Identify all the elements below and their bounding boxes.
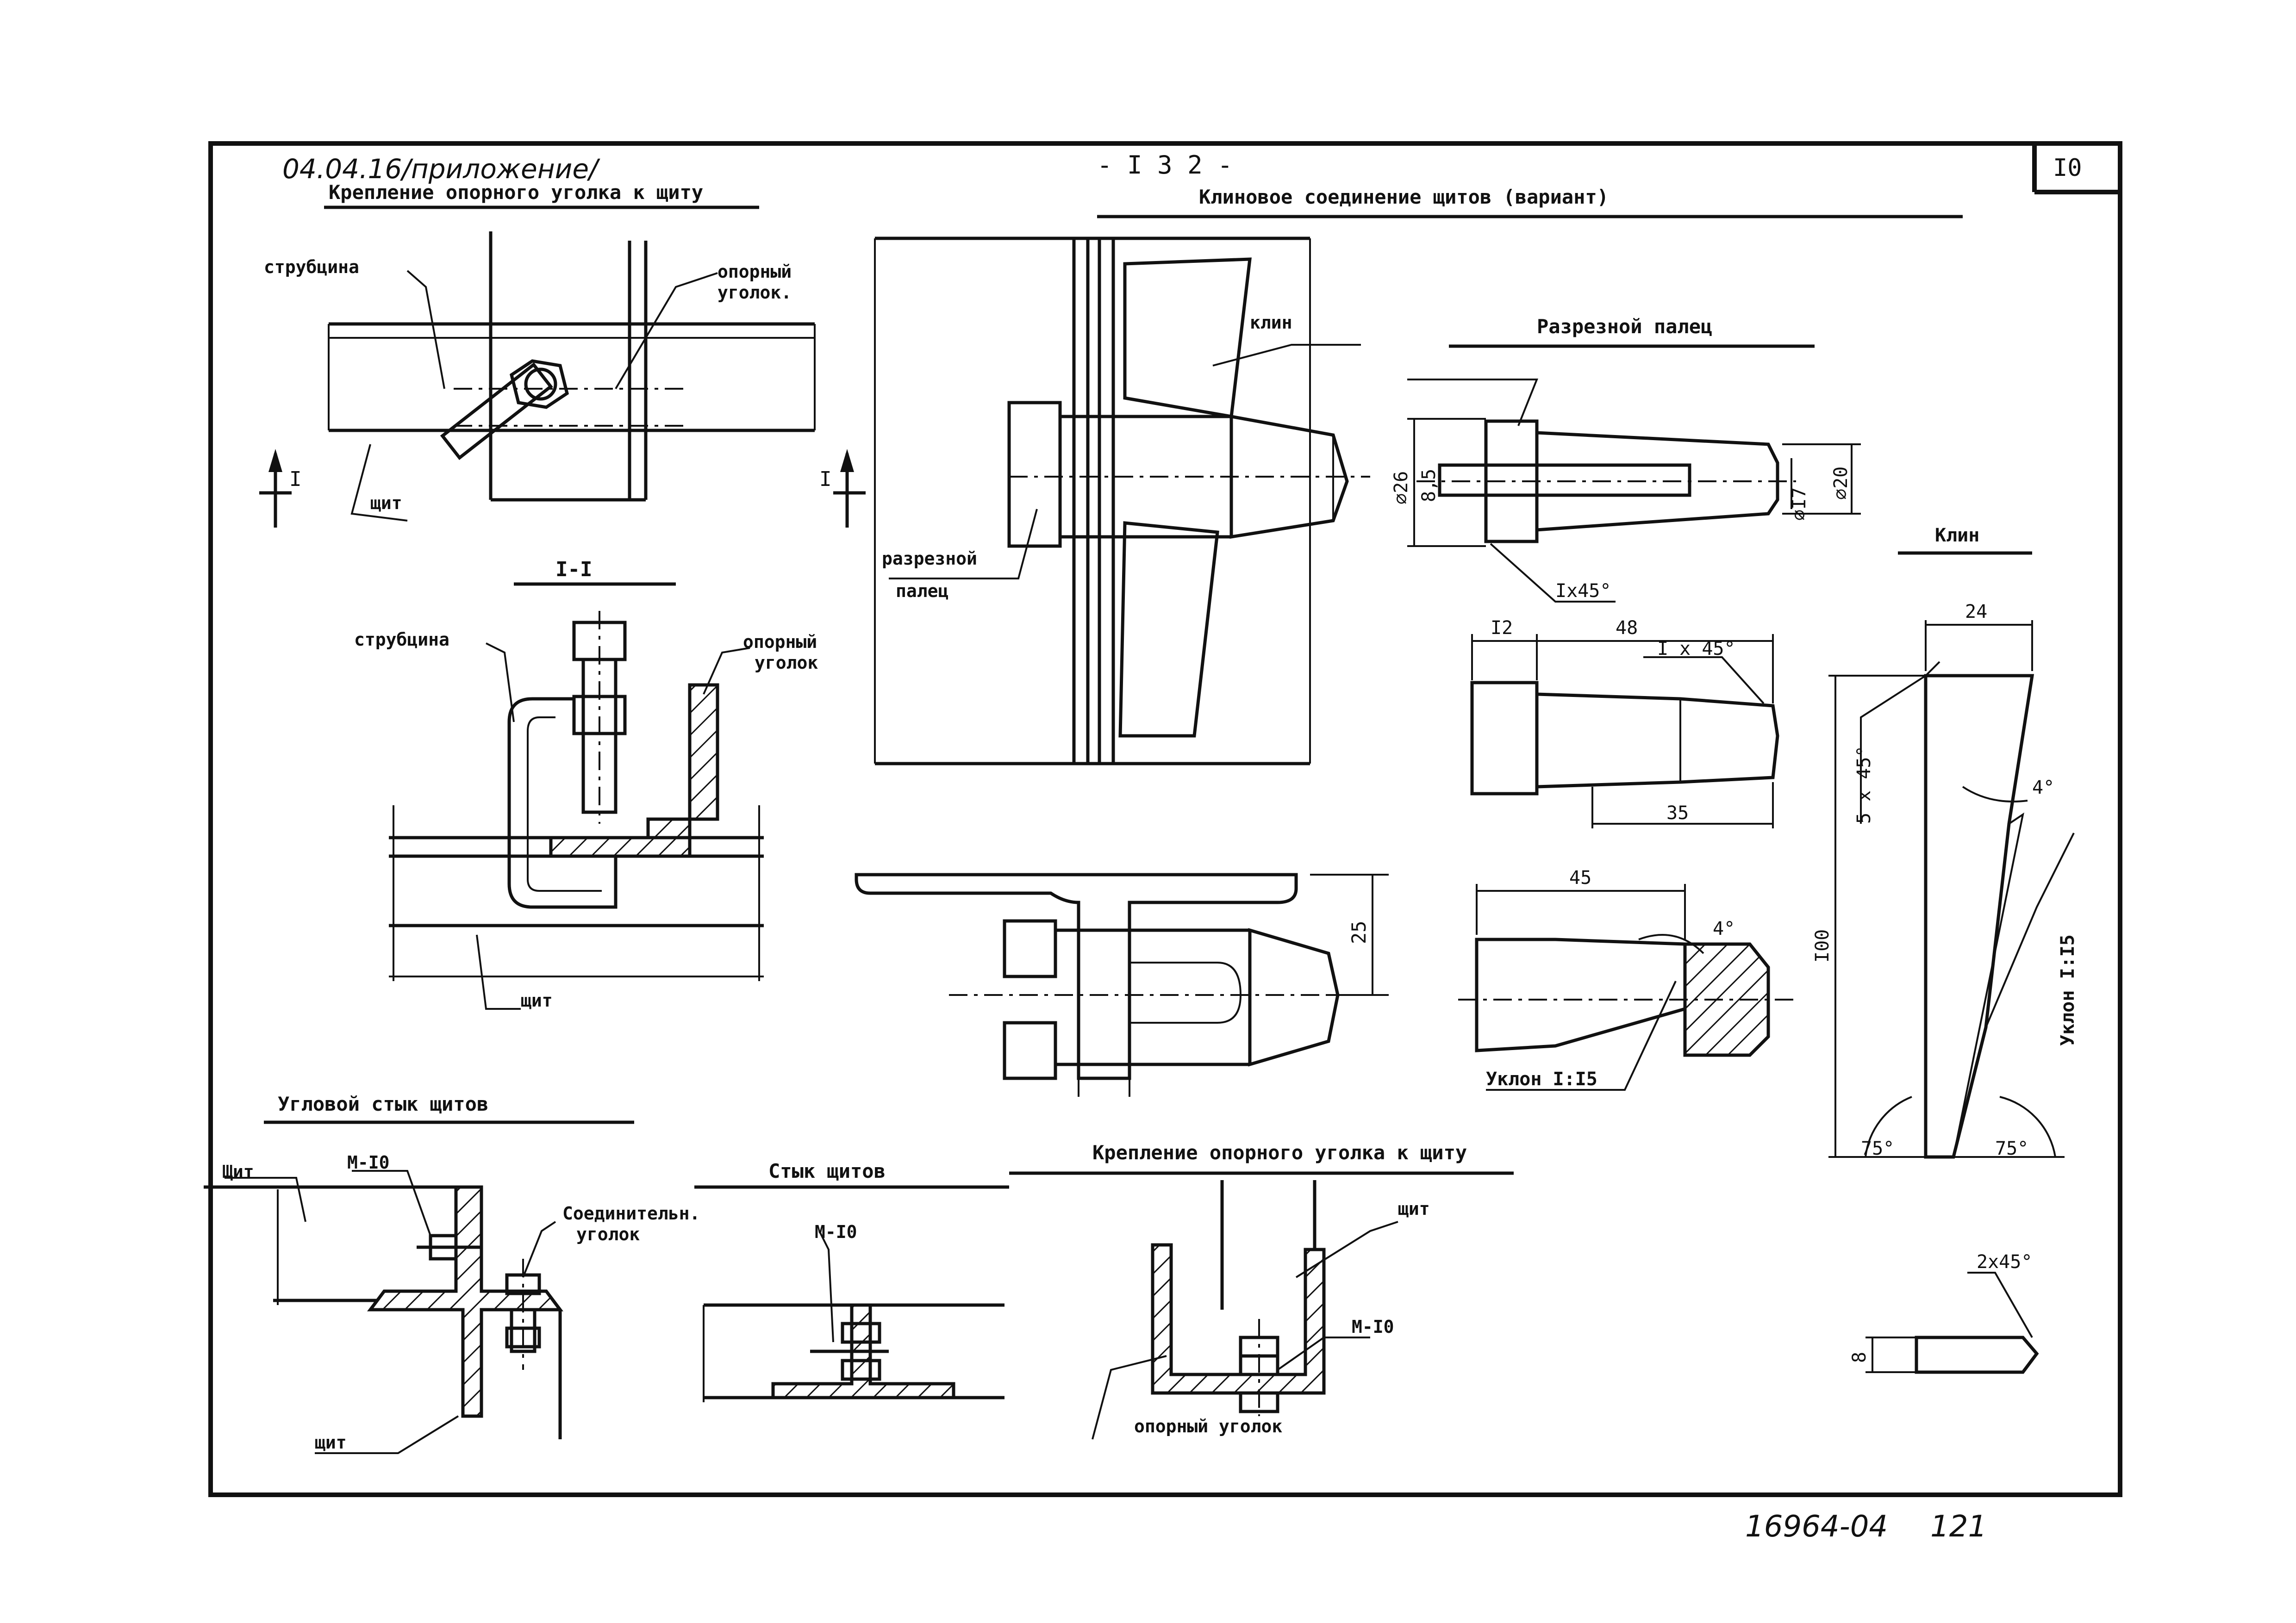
wedge-dim-24: 24 — [1965, 601, 1987, 622]
split-pin-dim-48: 48 — [1616, 617, 1638, 639]
split-pin-dim-d26: ⌀26 — [1391, 471, 1412, 504]
wedge-dim-8: 8 — [1849, 1352, 1870, 1363]
wedge-joint-label-wedge: клин — [1250, 312, 1292, 333]
angle-mount: Крепление опорного уголка к щиту щит М-I… — [1009, 1141, 1514, 1440]
section-1-1-label-shield: щит — [521, 990, 553, 1011]
wedge-title: Клин — [1935, 525, 1979, 546]
angle-mount-label-angle: опорный уголок — [1134, 1416, 1282, 1436]
split-pin-title: Разрезной палец — [1537, 315, 1712, 338]
wedge-joint-view: Клиновое соединение щитов (вариант) клин… — [874, 186, 1963, 765]
wedge-chamfer-5: 5 x 45° — [1853, 746, 1875, 824]
section-mark-left: I — [289, 467, 302, 491]
section-mark-right: I — [819, 467, 832, 491]
wedge-angle-75-left: 75° — [1861, 1138, 1894, 1159]
wedge-detail: Клин 24 I00 5 x 45° 4° Уклон I:I5 75° 75… — [1812, 525, 2078, 1374]
wedge-joint-top-view: 25 — [855, 873, 1389, 1101]
split-pin-dim-d17: ⌀I7 — [1789, 487, 1810, 521]
sheet-number: I0 — [2053, 154, 2082, 182]
corner-joint-label-shield-top: Щит — [222, 1162, 254, 1182]
clamp-top-title: Крепление опорного уголка к щиту — [329, 181, 703, 204]
wedge-dim-100: I00 — [1812, 929, 1833, 963]
footer-page: 121 — [1930, 1510, 1987, 1544]
wedge-angle-75-right: 75° — [1995, 1138, 2028, 1159]
split-pin-drawings: Разрезной палец ⌀26 8,5 ⌀I7 ⌀20 Ix45° I2… — [1391, 315, 1861, 1091]
wedge-angle-4: 4° — [2032, 777, 2054, 798]
corner-joint-label-connector-1: Соединительн. — [562, 1203, 700, 1224]
clamp-top-label-angle-1: опорный — [718, 261, 792, 282]
panel-joint-label-bolt: М-I0 — [815, 1222, 857, 1242]
panel-joint-title: Стык щитов — [768, 1160, 886, 1182]
split-pin-chamfer-2: I x 45° — [1657, 638, 1735, 659]
corner-joint-label-shield-bottom: щит — [315, 1432, 347, 1453]
wedge-joint-dim-25: 25 — [1348, 920, 1370, 944]
footer-code: 16964-04 — [1745, 1510, 1888, 1544]
clamp-top-label-shield: щит — [370, 493, 402, 513]
wedge-chamfer-2: 2x45° — [1977, 1251, 2032, 1273]
split-pin-dim-12: I2 — [1491, 617, 1513, 639]
section-1-1-label-angle-1: опорный — [743, 632, 817, 652]
section-1-1-title: I-I — [555, 558, 592, 581]
corner-joint-title: Угловой стык щитов — [278, 1093, 488, 1115]
corner-joint-label-connector-2: уголок — [576, 1224, 640, 1244]
angle-mount-title: Крепление опорного уголка к щиту — [1092, 1141, 1467, 1164]
page-number: - I 3 2 - — [1097, 150, 1233, 180]
panel-joint: Стык щитов М-I0 — [694, 1160, 1009, 1402]
section-1-1: I-I струбцина опорный уголок щит — [354, 558, 818, 1011]
section-1-1-label-angle-2: уголок — [755, 653, 818, 673]
wedge-joint-label-pin-2: палец — [896, 581, 948, 601]
split-pin-slope: Уклон I:I5 — [1486, 1069, 1597, 1090]
clamp-top-view: Крепление опорного уголка к щиту струбци… — [259, 181, 866, 528]
wedge-joint-title: Клиновое соединение щитов (вариант) — [1199, 186, 1609, 208]
split-pin-dim-45: 45 — [1569, 867, 1591, 889]
corner-joint: Угловой стык щитов Щит М-I0 Соединительн… — [204, 1093, 700, 1454]
corner-joint-label-bolt: М-I0 — [347, 1152, 390, 1173]
sheet-frame — [208, 141, 2122, 1497]
angle-mount-label-bolt: М-I0 — [1352, 1317, 1394, 1337]
clamp-top-label-angle-2: уголок. — [718, 282, 792, 303]
split-pin-dim-35: 35 — [1666, 802, 1689, 824]
split-pin-dim-8-5: 8,5 — [1418, 469, 1440, 502]
doc-note: 04.04.16/приложение/ — [282, 153, 600, 185]
split-pin-angle-4: 4° — [1713, 918, 1735, 939]
split-pin-dim-d20: ⌀20 — [1830, 466, 1852, 500]
wedge-joint-label-pin-1: разрезной — [882, 548, 977, 569]
split-pin-chamfer-1: Ix45° — [1555, 580, 1611, 602]
wedge-slope: Уклон I:I5 — [2057, 934, 2078, 1046]
angle-mount-label-shield: щит — [1398, 1199, 1430, 1219]
section-1-1-label-clamp: струбцина — [354, 629, 449, 650]
clamp-top-label-clamp: струбцина — [264, 257, 359, 277]
